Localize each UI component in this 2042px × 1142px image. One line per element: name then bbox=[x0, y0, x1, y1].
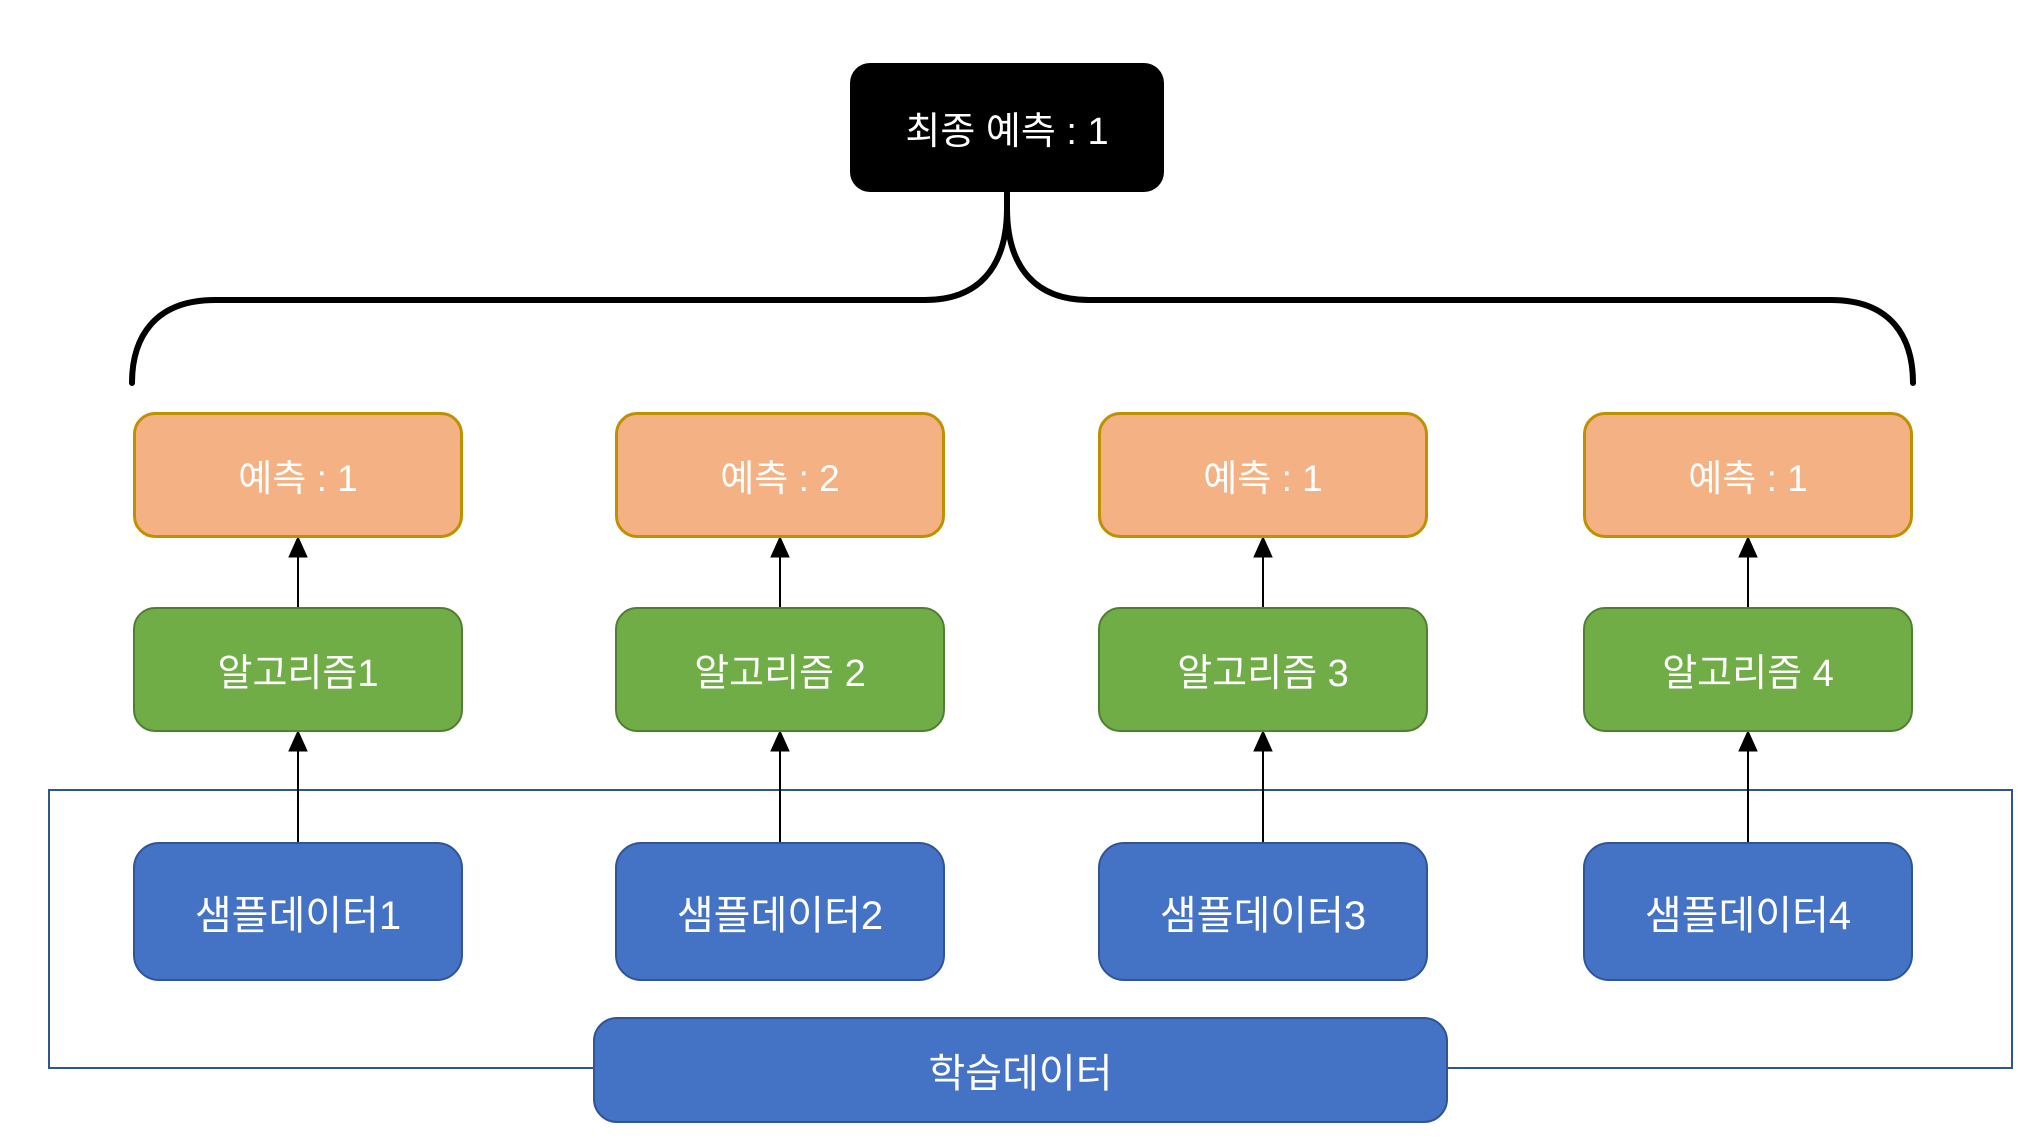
algorithm-box-3: 알고리즘 3 bbox=[1098, 607, 1428, 732]
algorithm-box-4: 알고리즘 4 bbox=[1583, 607, 1913, 732]
sample-data-box-4: 샘플데이터4 bbox=[1583, 842, 1913, 981]
algorithm-box-2: 알고리즘 2 bbox=[615, 607, 945, 732]
prediction-box-1: 예측 : 1 bbox=[133, 412, 463, 538]
prediction-box-2: 예측 : 2 bbox=[615, 412, 945, 538]
sample-data-box-2: 샘플데이터2 bbox=[615, 842, 945, 981]
sample-data-box-3: 샘플데이터3 bbox=[1098, 842, 1428, 981]
prediction-box-4: 예측 : 1 bbox=[1583, 412, 1913, 538]
final-prediction-box: 최종 예측 : 1 bbox=[850, 63, 1164, 192]
prediction-box-3: 예측 : 1 bbox=[1098, 412, 1428, 538]
algo-to-prediction-arrows bbox=[288, 535, 1758, 607]
training-data-box: 학습데이터 bbox=[593, 1017, 1448, 1123]
brace-connector bbox=[129, 190, 1916, 386]
algorithm-box-1: 알고리즘1 bbox=[133, 607, 463, 732]
sample-data-box-1: 샘플데이터1 bbox=[133, 842, 463, 981]
